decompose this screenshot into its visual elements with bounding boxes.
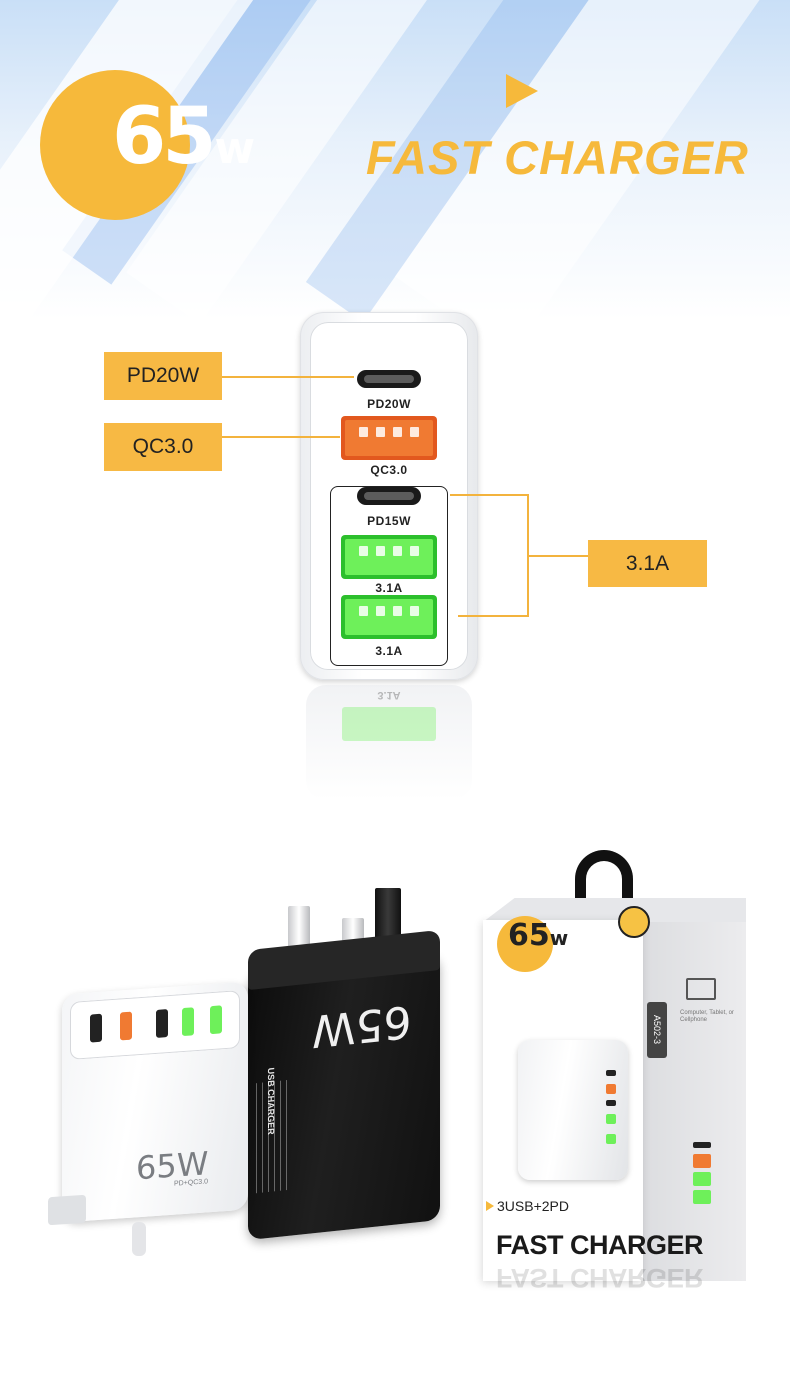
callout-pd20w: PD20W <box>104 352 222 400</box>
port-label-usb-a2: 3.1A <box>375 644 403 658</box>
white-charger-usb-c <box>90 1013 102 1043</box>
laptop-icon <box>686 978 716 1000</box>
callout-qc3: QC3.0 <box>104 423 222 471</box>
callout-line-pd <box>222 376 354 378</box>
white-charger-qc <box>120 1011 132 1041</box>
black-charger-label: 65W <box>312 994 412 1057</box>
package-side-port <box>693 1190 711 1204</box>
port-group-outline <box>330 486 448 666</box>
white-charger-cable <box>132 1222 146 1256</box>
package-box <box>483 898 746 1281</box>
package-charger-image <box>518 1040 628 1180</box>
play-arrow-icon <box>506 74 538 108</box>
usb-c-port-pd15w <box>357 487 421 505</box>
white-charger-usb-a <box>182 1007 194 1037</box>
package-side-port <box>693 1154 711 1168</box>
callout-line-group <box>528 555 588 557</box>
package-side-port <box>693 1142 711 1148</box>
usb-a-port-qc <box>341 416 437 460</box>
package-title-reflection: FAST CHARGER <box>496 1263 704 1293</box>
port-label-qc: QC3.0 <box>370 463 408 477</box>
port-label-pd20w: PD20W <box>367 397 411 411</box>
package-wattage-unit: w <box>549 926 569 950</box>
white-charger-usb-a <box>210 1005 222 1035</box>
bracket-line-top <box>450 494 528 496</box>
hero-title: FAST CHARGER <box>366 131 749 184</box>
callout-line-qc <box>222 436 340 438</box>
package-charger-port <box>606 1114 616 1124</box>
package-side <box>641 898 746 1281</box>
package-model-tag: A502-3 <box>647 1002 667 1058</box>
wattage-number: 65 <box>112 92 217 182</box>
package-device-caption: Computer, Tablet, or Cellphone <box>680 1010 734 1024</box>
package-title: FAST CHARGER <box>496 1230 704 1260</box>
charger-reflection: 3.1A <box>306 685 472 800</box>
package-charger-port <box>606 1084 616 1094</box>
white-charger-port-panel <box>70 990 240 1060</box>
white-charger-plug <box>48 1194 86 1226</box>
callout-3-1a: 3.1A <box>588 540 707 587</box>
package-hang-hook <box>575 850 633 904</box>
package-charger-port <box>606 1070 616 1076</box>
package-promo: 3USB+2PD <box>486 1198 569 1214</box>
usb-a-port-1 <box>341 535 437 579</box>
wattage-unit: w <box>214 123 256 174</box>
usb-c-port-pd20w <box>357 370 421 388</box>
package-wattage-circle <box>497 916 553 972</box>
package-wattage: 65w <box>508 918 568 953</box>
wattage-badge: 65w <box>112 92 255 182</box>
black-charger: 65W USB CHARGER <box>248 929 440 1241</box>
usb-a-port-2 <box>341 595 437 639</box>
thumbs-up-mascot-icon <box>618 906 650 938</box>
bracket-line-bottom <box>458 615 528 617</box>
play-arrow-icon <box>486 1201 494 1211</box>
reflection-port <box>342 707 436 741</box>
reflection-label: 3.1A <box>377 689 401 701</box>
package-promo-text: 3USB+2PD <box>497 1198 569 1214</box>
white-charger: 65W PD+QC3.0 <box>62 981 248 1223</box>
package-charger-port <box>606 1134 616 1144</box>
port-label-usb-a1: 3.1A <box>375 581 403 595</box>
package-side-port <box>693 1172 711 1186</box>
package-wattage-number: 65 <box>508 918 550 953</box>
white-charger-usb-c <box>156 1009 168 1038</box>
black-charger-top <box>248 929 440 991</box>
white-charger-sublabel: PD+QC3.0 <box>174 1178 209 1188</box>
port-label-pd15w: PD15W <box>367 514 411 528</box>
wattage-badge-circle <box>40 70 190 220</box>
package-charger-port <box>606 1100 616 1106</box>
black-charger-spec-text <box>256 1079 292 1194</box>
